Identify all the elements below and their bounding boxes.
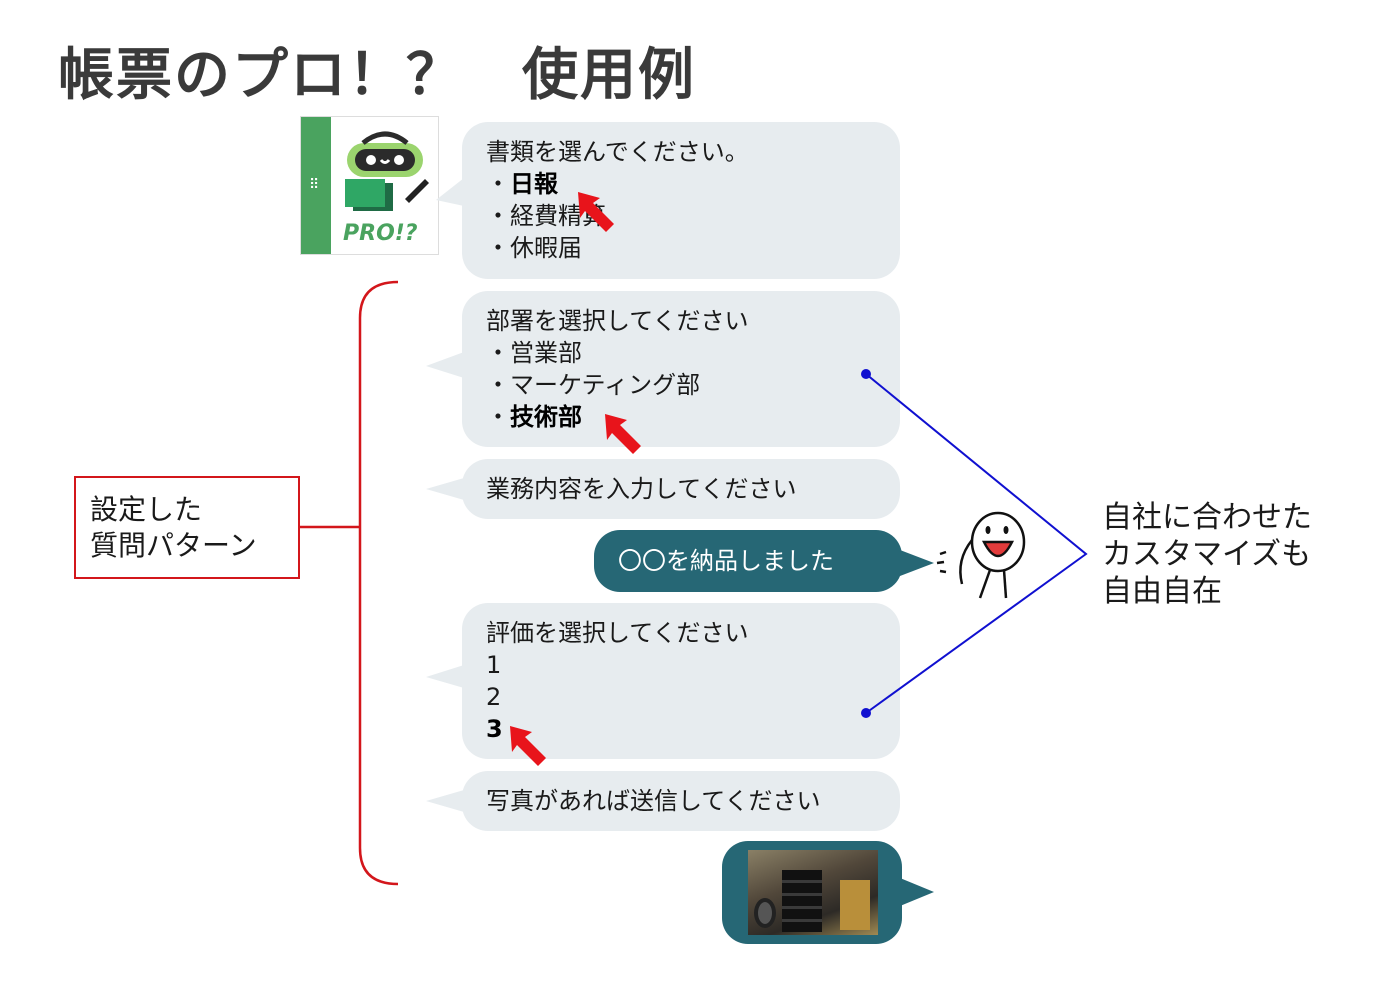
left-label-line1: 設定した bbox=[90, 493, 203, 526]
garage-photo[interactable] bbox=[748, 850, 878, 935]
bubble-tail-5 bbox=[426, 790, 464, 812]
reply-text: 〇〇を納品しました bbox=[618, 547, 834, 575]
bubble-tail-3 bbox=[426, 478, 464, 500]
right-label-line2: カスタマイズも bbox=[1102, 537, 1312, 572]
left-label-box: 設定した 質問パターン bbox=[74, 476, 300, 579]
right-label-line1: 自社に合わせた bbox=[1102, 500, 1312, 535]
option-eigyo[interactable]: ・営業部 bbox=[486, 339, 582, 367]
page-title: 帳票のプロ！？ 使用例 bbox=[58, 43, 696, 108]
logo-text: PRO!? bbox=[343, 221, 418, 246]
bubble-prompt: 書類を選んでください。 bbox=[486, 138, 749, 166]
bubble-prompt: 業務内容を入力してください bbox=[486, 475, 797, 503]
option-gijutsu[interactable]: ・技術部 bbox=[486, 403, 582, 431]
bot-bubble-department-select: 部署を選択してください ・営業部 ・マーケティング部 ・技術部 bbox=[462, 291, 900, 447]
bot-bubble-work-content: 業務内容を入力してください bbox=[462, 459, 900, 519]
left-label-line2: 質問パターン bbox=[90, 529, 257, 562]
red-arrow-icon bbox=[605, 414, 641, 454]
option-rating-2[interactable]: 2 bbox=[486, 683, 502, 711]
blue-connector bbox=[865, 373, 1088, 714]
red-bracket bbox=[358, 280, 399, 886]
red-arrow-icon bbox=[510, 726, 546, 766]
bot-bubble-photo-request: 写真があれば送信してください bbox=[462, 771, 900, 831]
bot-bubble-rating-select: 評価を選択してください 1 2 3 bbox=[462, 603, 900, 759]
right-label-line3: 自由自在 bbox=[1102, 574, 1222, 609]
bubble-prompt: 部署を選択してください bbox=[486, 307, 749, 335]
user-reply-bubble: 〇〇を納品しました bbox=[594, 530, 902, 592]
happy-character-icon bbox=[936, 511, 1026, 599]
bubble-prompt: 写真があれば送信してください bbox=[486, 787, 821, 815]
option-marketing[interactable]: ・マーケティング部 bbox=[486, 371, 701, 399]
option-kyuka[interactable]: ・休暇届 bbox=[486, 234, 582, 262]
option-rating-1[interactable]: 1 bbox=[486, 651, 502, 679]
wheel bbox=[754, 898, 776, 928]
reply-tail bbox=[900, 550, 934, 576]
bubble-prompt: 評価を選択してください bbox=[486, 619, 749, 647]
red-arrow-icon bbox=[578, 192, 614, 232]
tire-stack bbox=[782, 870, 822, 932]
right-label: 自社に合わせた カスタマイズも 自由自在 bbox=[1102, 499, 1312, 610]
bubble-tail-4 bbox=[426, 665, 464, 688]
option-nippo[interactable]: ・日報 bbox=[486, 170, 558, 198]
option-rating-3[interactable]: 3 bbox=[486, 715, 503, 743]
blue-dot-bottom bbox=[861, 708, 871, 718]
logo-green-bar bbox=[301, 117, 331, 254]
bubble-tail-1 bbox=[436, 178, 464, 206]
bot-bubble-document-select: 書類を選んでください。 ・日報 ・経費精算 ・休暇届 bbox=[462, 122, 900, 279]
photo-tail bbox=[900, 878, 934, 906]
robot-icon: ⠿ bbox=[309, 131, 429, 211]
svg-text:⠿: ⠿ bbox=[309, 177, 319, 193]
blue-dot-top bbox=[861, 369, 871, 379]
bubble-tail-2 bbox=[426, 352, 464, 378]
shelf bbox=[840, 880, 870, 930]
pro-logo: ⠿ PRO!? bbox=[300, 116, 439, 255]
